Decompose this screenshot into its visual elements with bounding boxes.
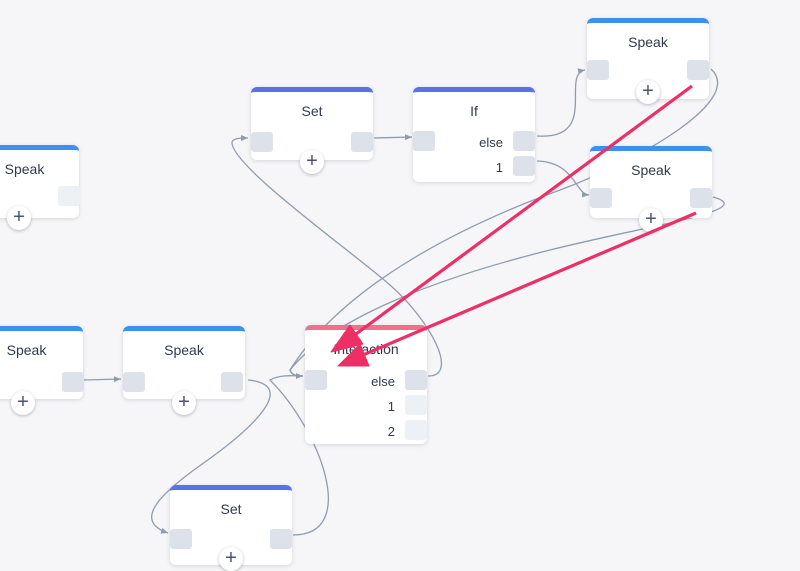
node-interaction[interactable]: Interaction else 1 2 [305,325,427,444]
node-title: Speak [628,34,668,50]
node-title: Set [301,103,323,119]
input-port[interactable] [251,132,273,152]
output-port-1[interactable] [405,395,427,415]
node-speak-right[interactable]: Speak + [590,146,712,232]
add-step-icon[interactable]: + [7,206,31,230]
input-port[interactable] [170,529,192,549]
wire-set-to-interaction [268,372,329,536]
input-port[interactable] [587,60,609,80]
add-step-icon[interactable]: + [636,80,660,104]
input-port[interactable] [590,188,612,208]
add-step-icon[interactable]: + [300,150,324,174]
port-label-1: 1 [495,160,503,175]
add-step-icon[interactable]: + [11,391,35,415]
input-port[interactable] [413,131,435,151]
output-port[interactable] [351,132,373,152]
output-port-else[interactable] [513,131,535,151]
node-title: Interaction [333,341,399,357]
node-speak-top-right[interactable]: Speak + [587,18,709,104]
output-port[interactable] [62,372,84,392]
node-title: Speak [164,342,204,358]
output-port[interactable] [221,372,243,392]
node-title: Set [220,501,242,517]
output-port-else[interactable] [405,370,427,390]
node-speak-left-top[interactable]: Speak + [0,145,80,230]
node-title: Speak [631,162,671,178]
output-port[interactable] [58,186,80,206]
port-label-else: else [371,374,395,389]
node-set-bottom[interactable]: Set + [170,485,292,571]
output-port[interactable] [687,60,709,80]
node-title: Speak [4,161,45,177]
port-label-2: 2 [387,424,395,439]
node-set-top[interactable]: Set + [251,87,373,174]
wire-if-1-to-speak [536,160,590,198]
node-title: Speak [6,342,47,358]
add-step-icon[interactable]: + [219,547,243,571]
output-port-2[interactable] [405,420,427,440]
wire-set-to-if [373,134,413,141]
add-step-icon[interactable]: + [172,391,196,415]
output-port[interactable] [270,529,292,549]
input-port[interactable] [305,370,327,390]
add-step-icon[interactable]: + [639,208,663,232]
input-port[interactable] [123,372,145,392]
wire-speak-to-speak [83,376,122,383]
port-label-else: else [479,135,503,150]
port-label-1: 1 [387,399,395,414]
node-speak-mid[interactable]: Speak + [123,326,245,415]
node-title: If [470,103,478,119]
wire-if-else-to-speak [536,68,586,137]
output-port-1[interactable] [513,156,535,176]
node-if[interactable]: If else 1 [413,87,535,182]
output-port[interactable] [690,188,712,208]
wire-speak-to-set [151,379,271,534]
node-speak-left-mid[interactable]: Speak + [0,326,84,415]
